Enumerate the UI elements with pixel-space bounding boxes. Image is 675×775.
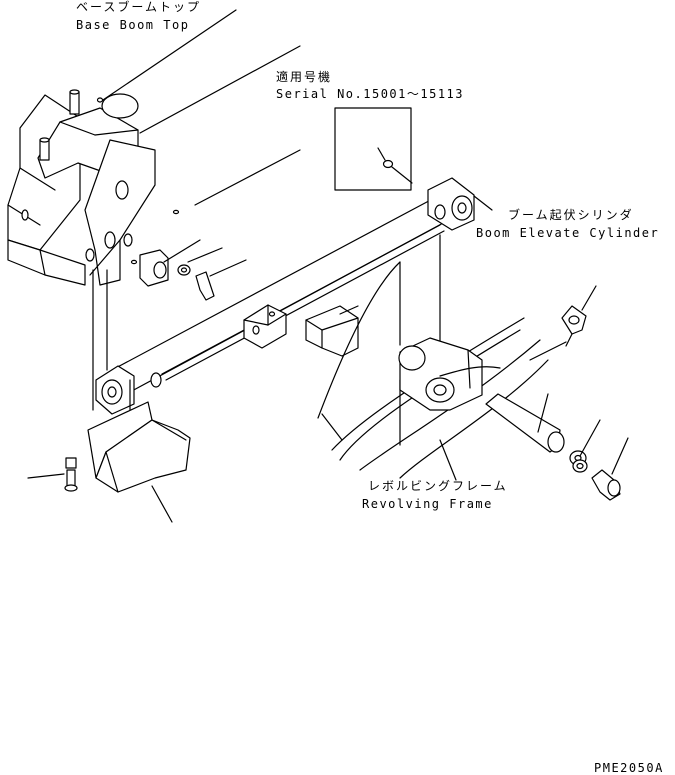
revolving-frame (305, 261, 629, 501)
base-boom-top (7, 9, 301, 286)
cylinder-cover (27, 401, 191, 523)
revolving-frame-label-en: Revolving Frame (362, 497, 493, 511)
boom-cylinder-label-jp: ブーム起伏シリンダ (508, 208, 634, 222)
base-boom-top-label-en: Base Boom Top (76, 18, 190, 32)
boom-elevate-cylinder (95, 177, 475, 415)
leader-verticals (92, 234, 441, 446)
serial-inset-box (334, 107, 413, 191)
serial-label-en: Serial No.15001～15113 (276, 87, 464, 101)
serial-label-jp: 適用号機 (276, 70, 333, 84)
base-boom-top-label-jp: ベースブームトップ (76, 0, 202, 14)
label-leaders (321, 195, 493, 481)
drawing-code: PME2050A (594, 761, 664, 775)
boom-cylinder-label-en: Boom Elevate Cylinder (476, 226, 660, 240)
boom-pin-set (139, 239, 247, 301)
revolving-frame-label-jp: レボルビングフレーム (368, 479, 508, 493)
